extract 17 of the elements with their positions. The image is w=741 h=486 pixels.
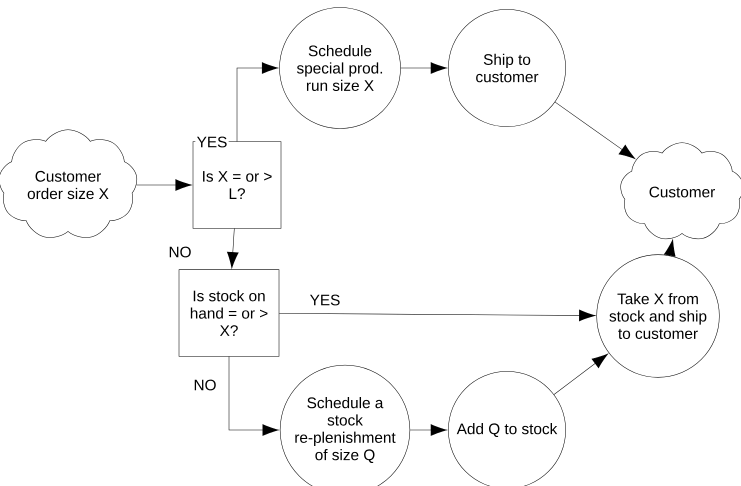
arrow	[236, 62, 278, 142]
arrow	[136, 179, 192, 191]
arrow	[279, 310, 596, 322]
decision-box: Is stock on hand = or > X?	[178, 269, 280, 357]
arrow	[400, 62, 448, 74]
edge-label: NO	[192, 378, 218, 392]
arrow	[228, 356, 279, 436]
cloud-node: Customer	[620, 142, 741, 240]
arrow	[554, 102, 636, 160]
cloud-node: Customer order size X	[0, 129, 138, 238]
edge-label: NO	[167, 245, 193, 259]
arrow	[554, 354, 608, 395]
arrow	[664, 239, 676, 257]
arrow	[226, 228, 239, 268]
edge-label: YES	[195, 135, 229, 149]
edge-label: YES	[308, 293, 342, 307]
arrow	[410, 424, 448, 436]
